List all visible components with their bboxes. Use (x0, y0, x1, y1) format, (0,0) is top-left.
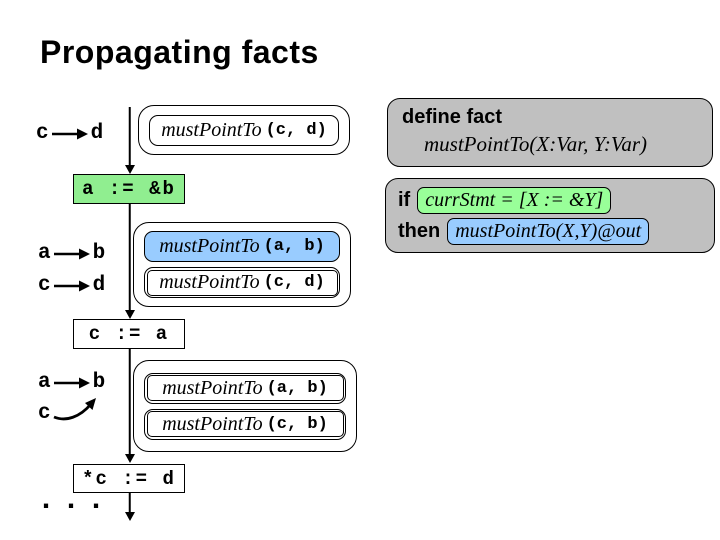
fact-group-1: mustPointTo (c, d) (138, 105, 350, 155)
statement-box-1: a := &b (73, 174, 185, 204)
arrow-right-icon (53, 377, 90, 388)
points-to-label: a b (38, 242, 105, 265)
arrow-down-icon (124, 310, 135, 319)
rule-if-row: if currStmt = [X := &Y] (398, 187, 714, 214)
fact-box-carried: mustPointTo (c, b) (144, 408, 346, 440)
if-keyword: if (398, 189, 411, 211)
flow-line (128, 493, 131, 513)
then-keyword: then (398, 220, 441, 242)
var-to: d (92, 274, 106, 297)
fact-group-2: mustPointTo (a, b) mustPointTo (c, d) (133, 222, 351, 307)
var-from: c (38, 274, 51, 297)
fact-name: mustPointTo (162, 376, 263, 399)
arrow-right-icon (53, 248, 90, 259)
fact-name: mustPointTo (162, 412, 263, 435)
arrow-down-icon (124, 165, 135, 174)
arrow-down-icon (124, 454, 135, 463)
points-to-label: c d (38, 274, 105, 297)
flow-line (128, 349, 131, 455)
flow-arrow-3 (122, 349, 137, 463)
flow-arrow-2 (122, 204, 137, 319)
flow-line (128, 107, 131, 166)
define-keyword: define fact (402, 106, 503, 128)
flow-line (128, 204, 131, 311)
define-fact-panel: define fact mustPointTo(X:Var, Y:Var) (387, 98, 713, 167)
points-to-label: c (38, 397, 101, 425)
rule-then-row: then mustPointTo(X,Y)@out (398, 218, 714, 245)
statement-box-3: *c := d (73, 464, 185, 493)
fact-box-carried: mustPointTo (c, d) (144, 267, 340, 298)
points-to-label: c d (36, 122, 103, 145)
fact-name: mustPointTo (161, 118, 262, 141)
var-to: b (92, 242, 106, 265)
var-to: b (92, 371, 106, 394)
arrow-right-icon (53, 280, 90, 291)
fact-name: mustPointTo (159, 235, 260, 257)
fact-name: mustPointTo (159, 271, 260, 293)
rule-conclusion: mustPointTo(X,Y)@out (447, 218, 650, 245)
fact-signature: mustPointTo(X:Var, Y:Var) (424, 132, 648, 156)
rule-panel: if currStmt = [X := &Y] then mustPointTo… (385, 178, 715, 253)
points-to-label: a b (38, 371, 105, 394)
fact-args: (a, b) (263, 237, 325, 256)
fact-group-3: mustPointTo (a, b) mustPointTo (c, b) (133, 360, 357, 452)
var-from: a (38, 371, 51, 394)
var-from: c (36, 122, 49, 145)
var-from: c (38, 402, 51, 425)
flow-arrow-4 (122, 493, 137, 521)
fact-args: (c, b) (266, 414, 328, 434)
var-from: a (38, 242, 51, 265)
arrow-right-icon (51, 128, 88, 139)
arrow-down-icon (124, 512, 135, 521)
fact-box: mustPointTo (c, d) (149, 114, 339, 146)
flow-arrow-1 (122, 107, 137, 174)
var-to: d (90, 122, 104, 145)
page-title: Propagating facts (40, 34, 319, 70)
fact-box-carried: mustPointTo (a, b) (144, 372, 346, 404)
rule-condition: currStmt = [X := &Y] (417, 187, 612, 214)
fact-args: (c, d) (265, 120, 327, 140)
fact-args: (a, b) (266, 378, 328, 398)
fact-box-new: mustPointTo (a, b) (144, 231, 340, 262)
statement-box-2: c := a (73, 319, 185, 349)
fact-args: (c, d) (263, 273, 325, 292)
flow-ellipsis: ... (37, 484, 113, 518)
curved-arrow-icon (53, 397, 96, 420)
